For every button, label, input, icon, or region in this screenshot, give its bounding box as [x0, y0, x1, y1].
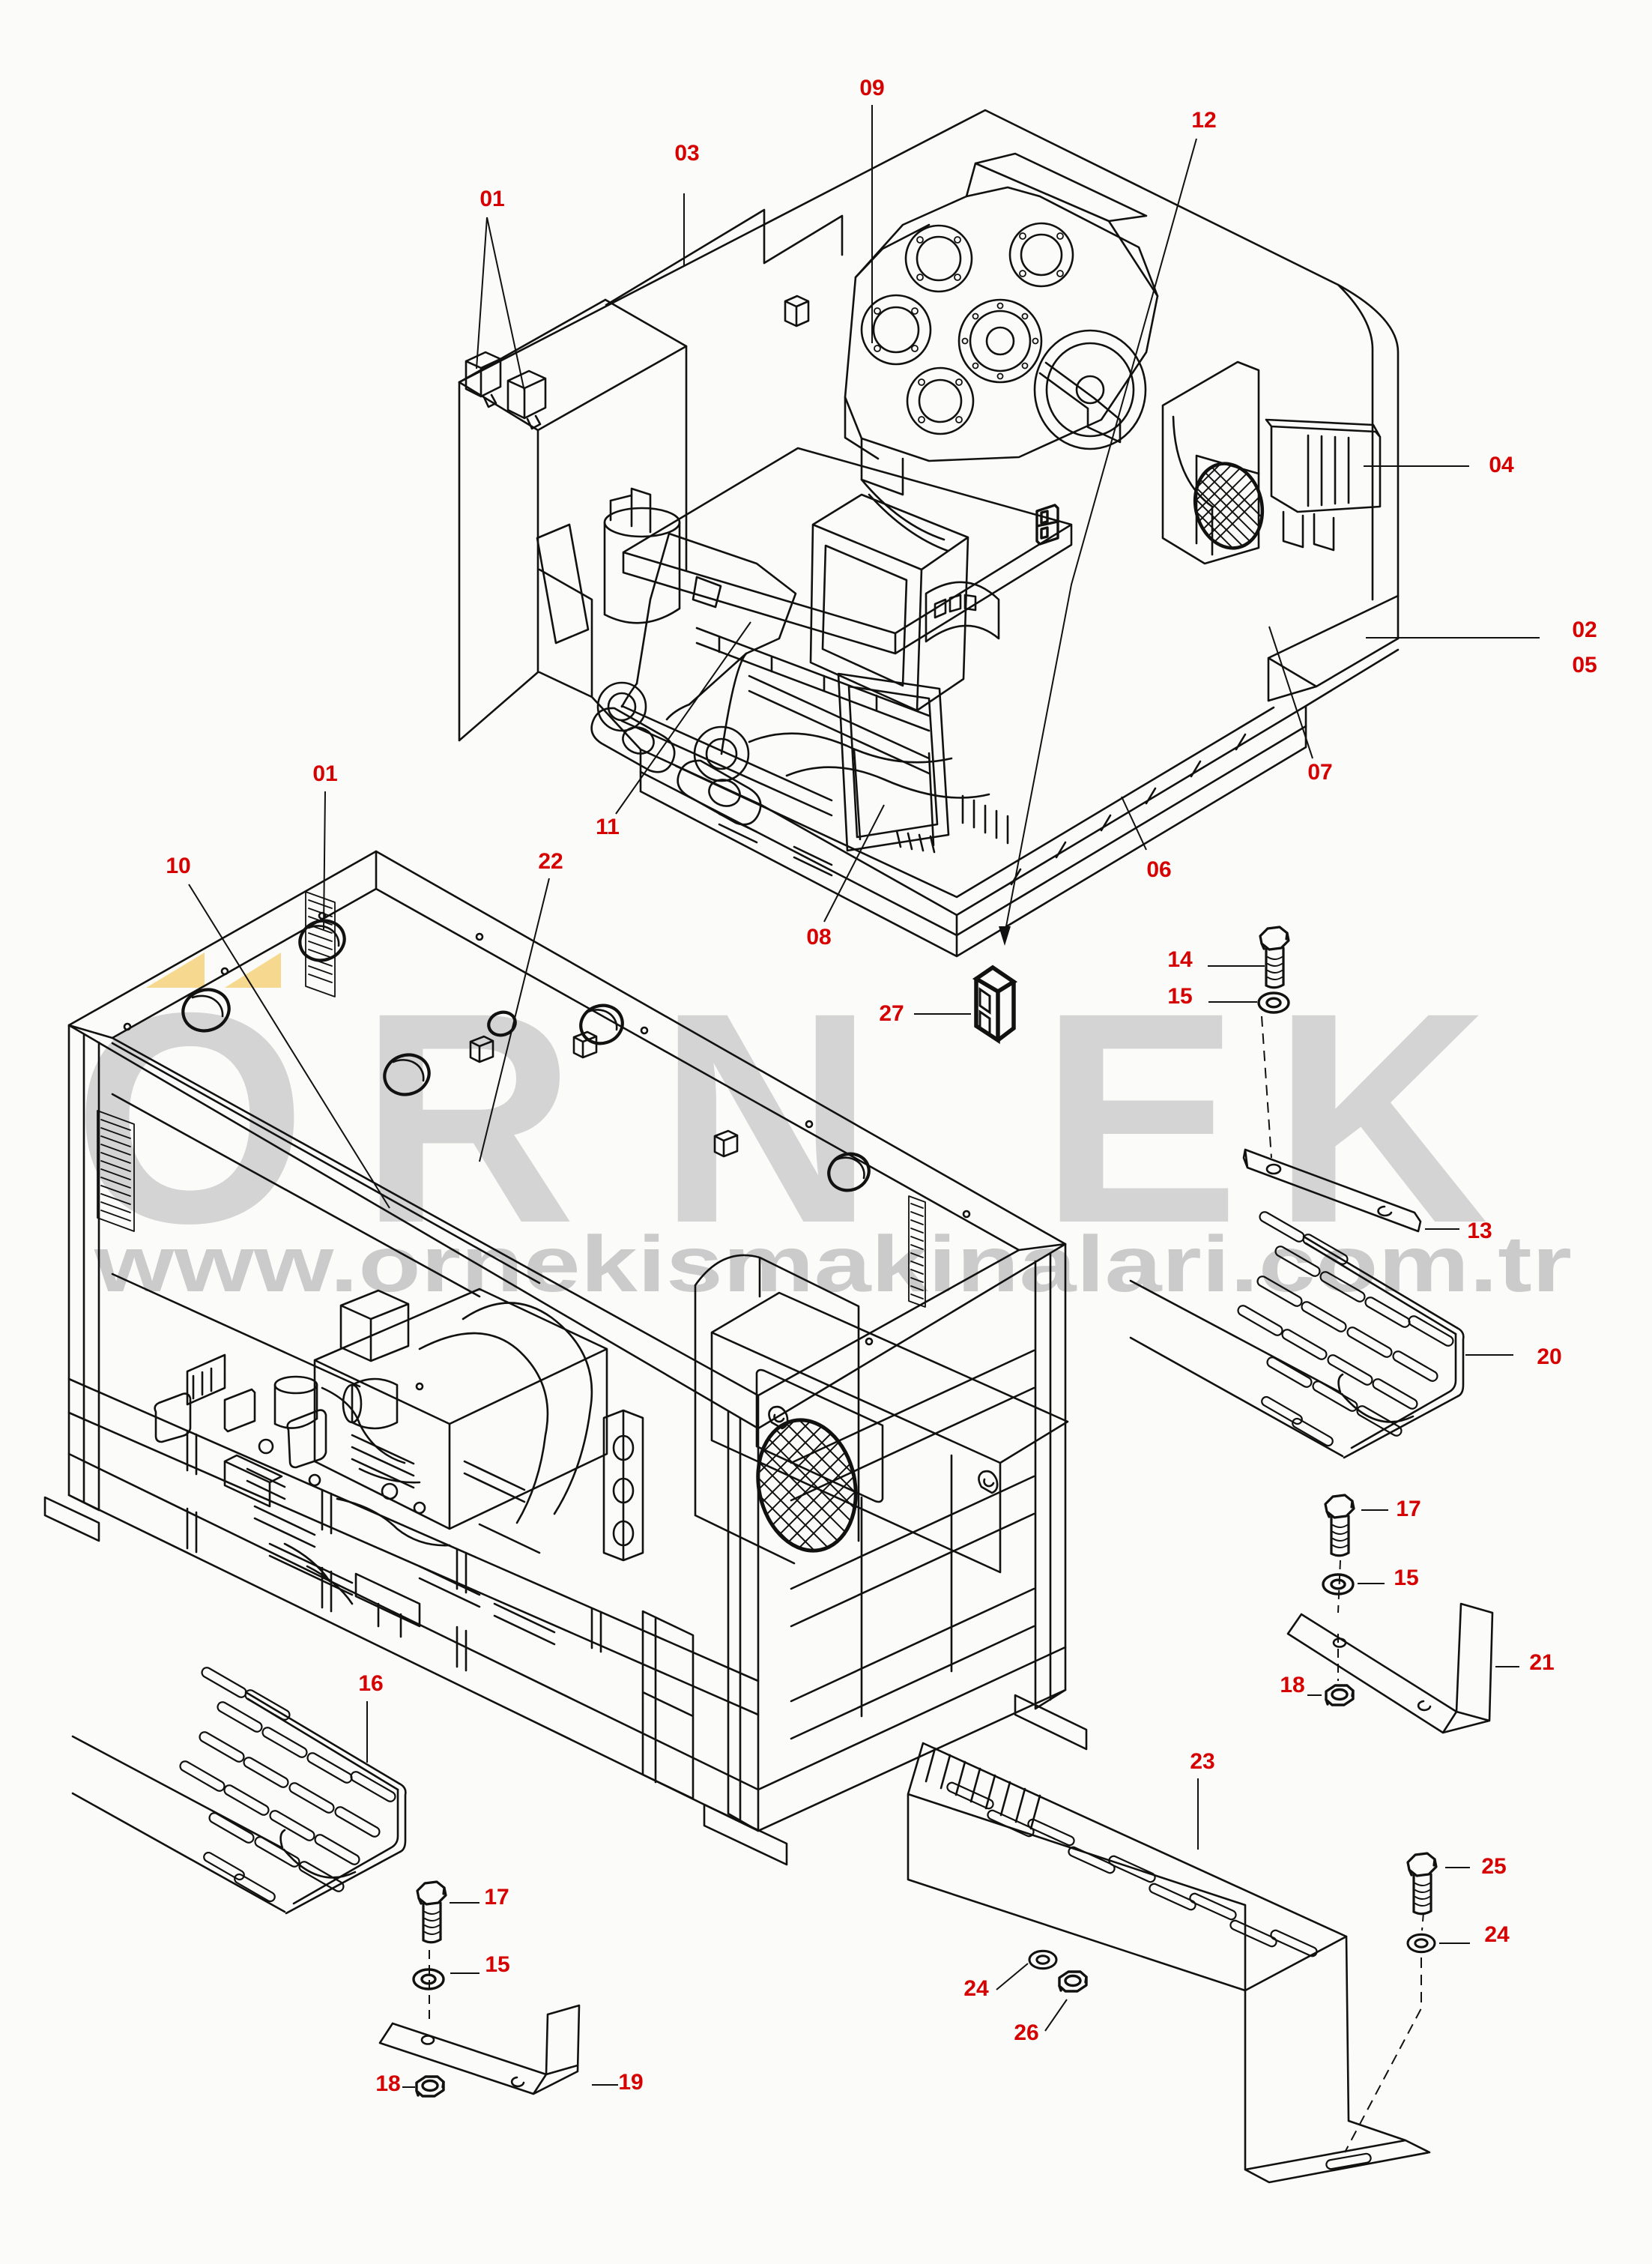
svg-text:17: 17	[484, 1885, 509, 1910]
svg-text:O: O	[73, 950, 306, 1285]
svg-text:06: 06	[1146, 857, 1171, 882]
svg-text:24: 24	[1484, 1922, 1510, 1947]
svg-text:15: 15	[1394, 1566, 1418, 1590]
svg-text:18: 18	[375, 2071, 400, 2096]
svg-text:01: 01	[312, 761, 337, 786]
svg-text:N: N	[658, 950, 874, 1285]
svg-text:19: 19	[618, 2070, 643, 2095]
svg-text:20: 20	[1537, 1344, 1561, 1369]
svg-text:15: 15	[485, 1952, 509, 1977]
svg-text:10: 10	[166, 854, 190, 878]
svg-text:23: 23	[1190, 1749, 1214, 1774]
svg-text:14: 14	[1167, 947, 1193, 972]
svg-text:24: 24	[963, 1976, 989, 2001]
svg-text:07: 07	[1307, 760, 1332, 785]
svg-text:02: 02	[1572, 618, 1597, 642]
svg-text:05: 05	[1572, 653, 1597, 677]
svg-text:E: E	[1040, 950, 1240, 1285]
svg-text:R: R	[360, 950, 576, 1285]
svg-text:18: 18	[1280, 1673, 1304, 1697]
svg-text:12: 12	[1191, 108, 1216, 133]
svg-text:13: 13	[1467, 1219, 1492, 1243]
svg-text:01: 01	[479, 187, 504, 211]
svg-text:26: 26	[1014, 2020, 1038, 2045]
svg-text:11: 11	[596, 815, 620, 839]
svg-text:25: 25	[1481, 1854, 1506, 1879]
svg-text:27: 27	[879, 1001, 904, 1026]
svg-text:22: 22	[538, 849, 563, 874]
svg-text:21: 21	[1529, 1650, 1554, 1675]
svg-text:15: 15	[1167, 984, 1192, 1009]
svg-text:09: 09	[859, 76, 884, 100]
svg-text:08: 08	[806, 925, 831, 950]
svg-text:17: 17	[1396, 1497, 1420, 1521]
svg-text:04: 04	[1489, 453, 1514, 477]
svg-text:03: 03	[674, 141, 699, 166]
svg-text:16: 16	[358, 1671, 383, 1696]
